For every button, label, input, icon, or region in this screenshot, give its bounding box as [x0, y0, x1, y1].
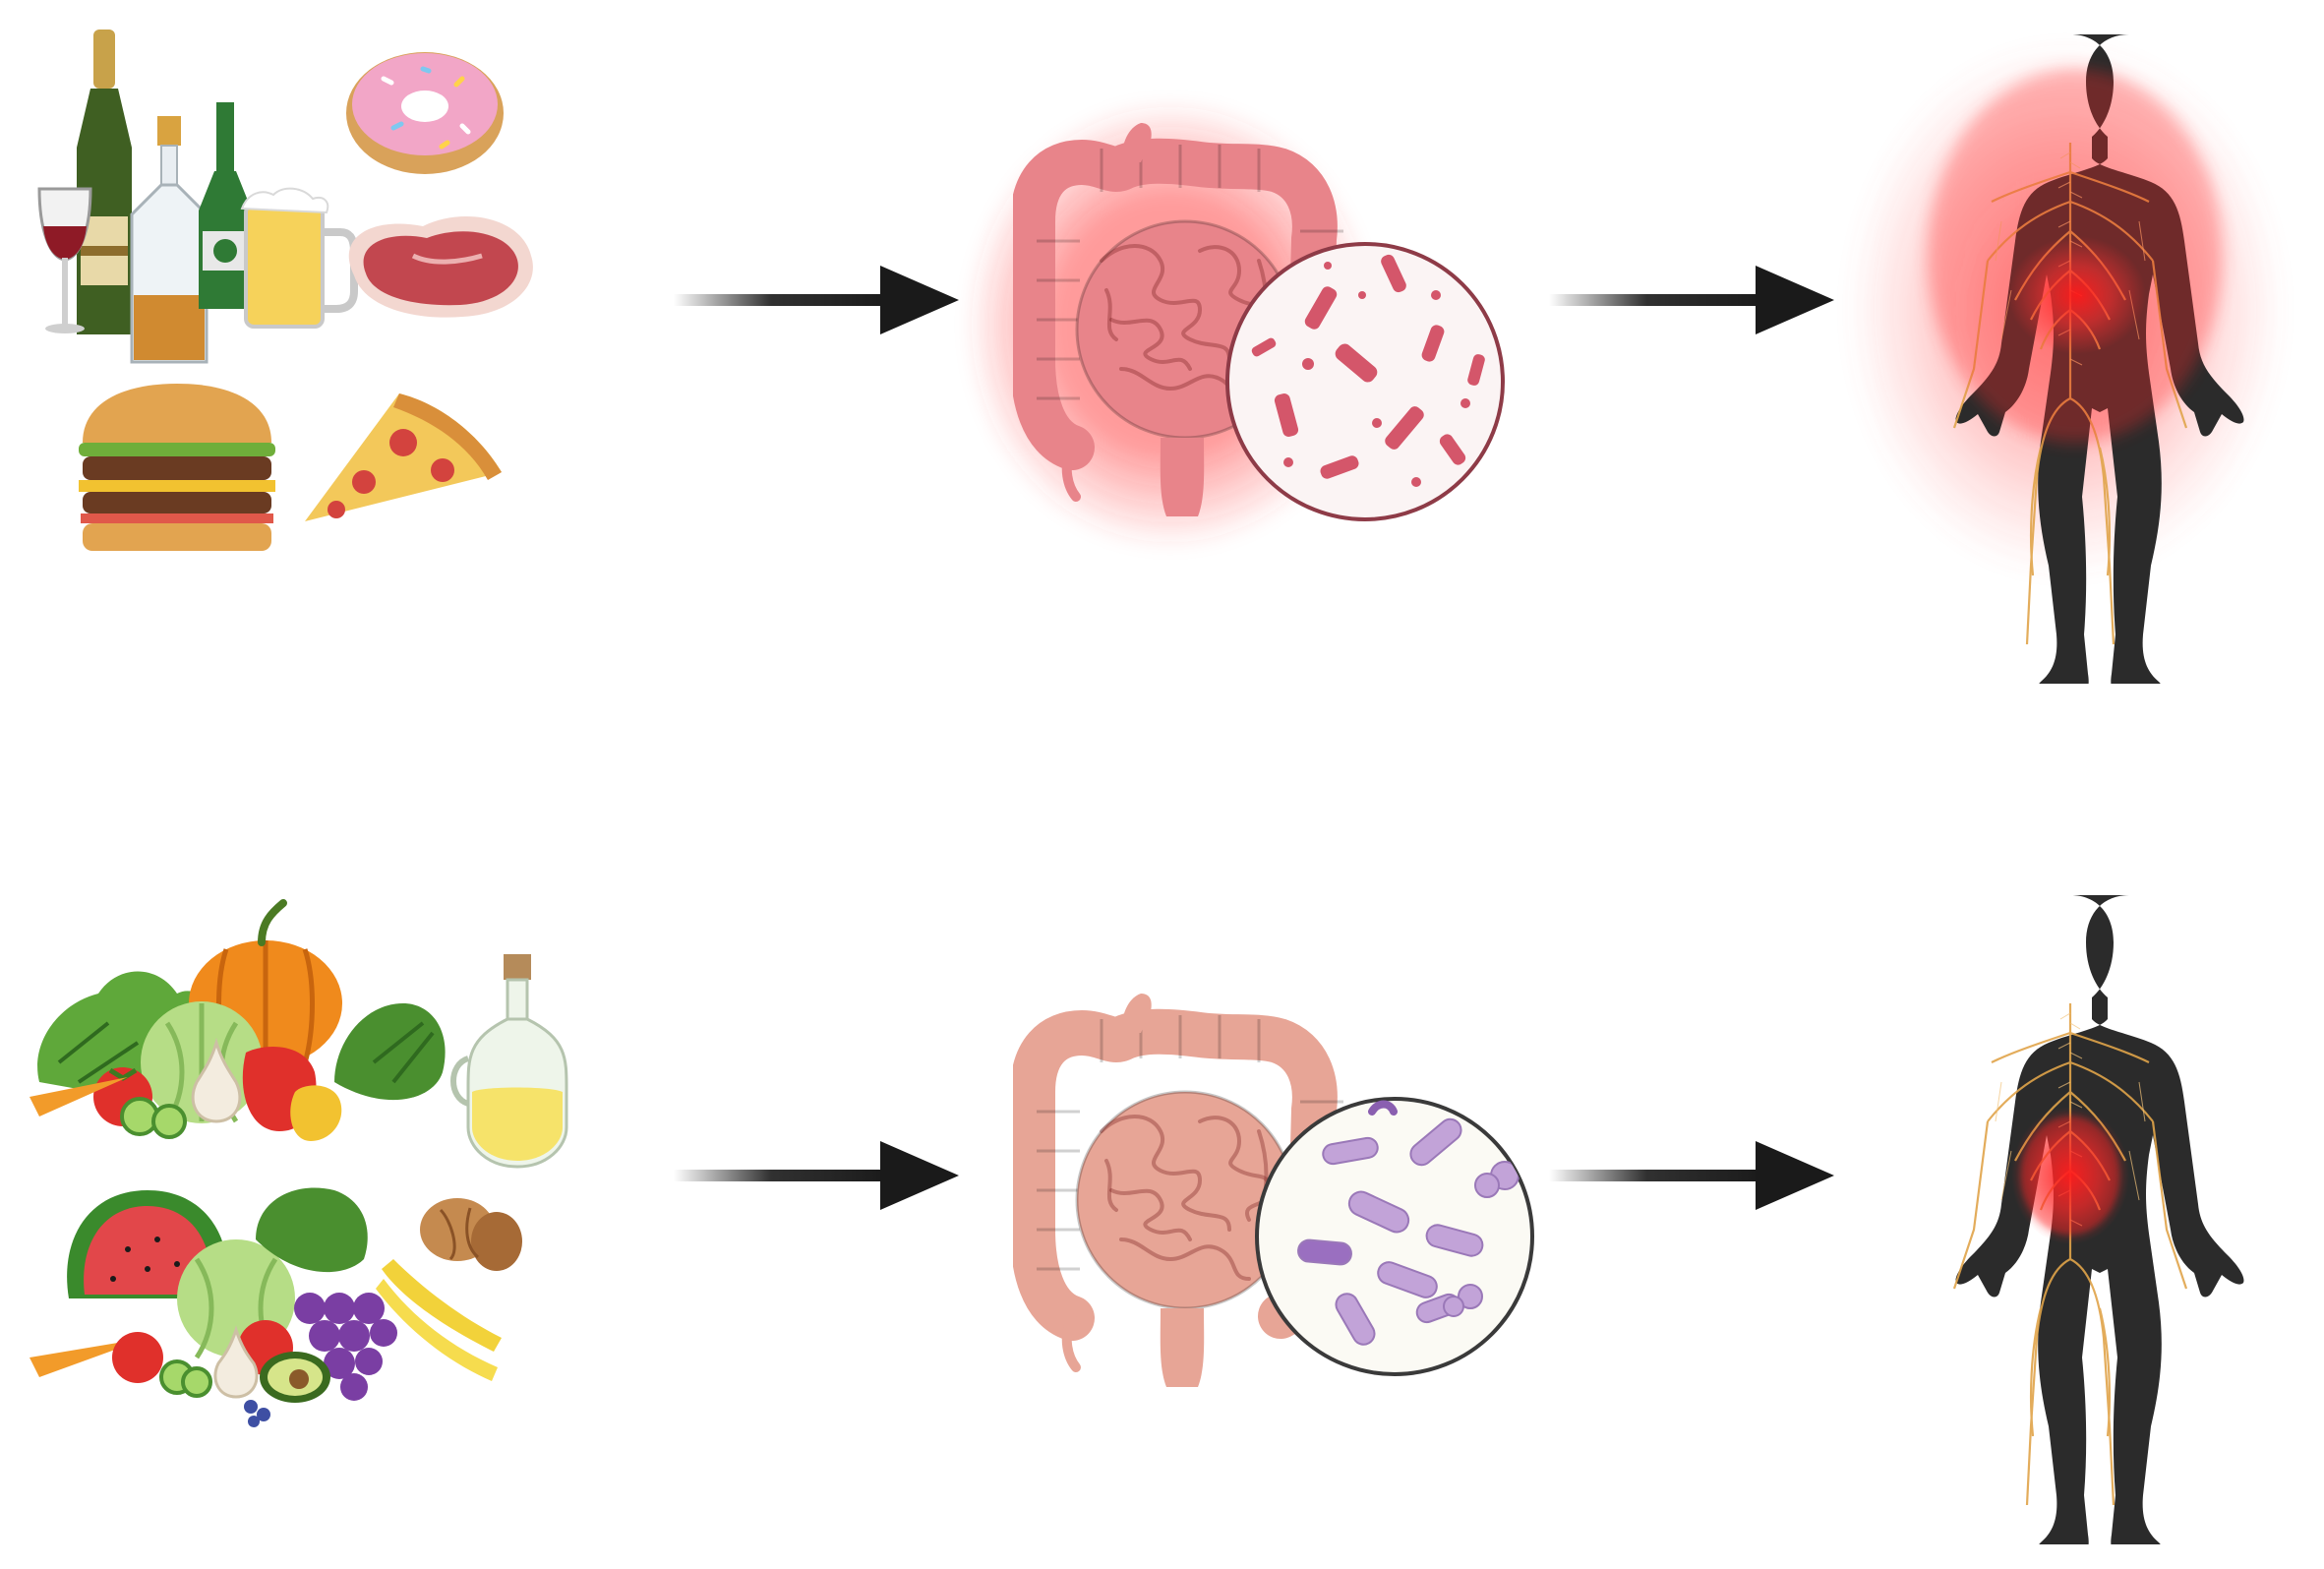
banana-icon — [376, 1259, 502, 1381]
leafy-greens-icon-2 — [256, 1187, 368, 1273]
wine-glass-icon — [37, 187, 92, 333]
beer-mug-icon — [240, 187, 358, 329]
blueberries-icon — [244, 1400, 270, 1427]
cucumber-icon-2 — [159, 1359, 212, 1398]
body-systemic-inflammation — [1844, 34, 2287, 684]
arrow-gut-to-body-top — [1549, 266, 1834, 334]
pizza-slice-icon — [305, 393, 502, 521]
cucumber-icon — [120, 1097, 187, 1139]
olive-oil-icon — [450, 954, 568, 1169]
beer-bottle-icon — [199, 102, 252, 309]
garlic-icon-2 — [213, 1325, 259, 1399]
walnut-icon — [420, 1198, 522, 1271]
liquor-bottle-icon — [130, 116, 209, 364]
arrow-diet-to-gut-bottom — [674, 1141, 959, 1210]
healthy-row — [30, 895, 2245, 1544]
healthy-microbiome-lens — [1255, 1097, 1534, 1376]
burger-icon — [79, 384, 275, 551]
donut-icon — [346, 52, 504, 174]
body-localized-inflammation — [1952, 895, 2245, 1544]
healthy-diet-cluster — [30, 899, 568, 1427]
champagne-bottle-icon — [77, 30, 132, 334]
garlic-icon — [191, 1037, 242, 1123]
bell-pepper-icon — [242, 1047, 342, 1141]
arrow-diet-to-gut-top — [674, 266, 959, 334]
steak-icon — [348, 216, 533, 318]
arrow-gut-to-body-bottom — [1549, 1141, 1834, 1210]
pathogenic-microbiome-lens — [1225, 242, 1505, 521]
avocado-icon — [260, 1352, 330, 1403]
grapes-icon — [294, 1293, 397, 1401]
unhealthy-diet-cluster — [37, 30, 533, 551]
unhealthy-row — [37, 30, 2287, 684]
